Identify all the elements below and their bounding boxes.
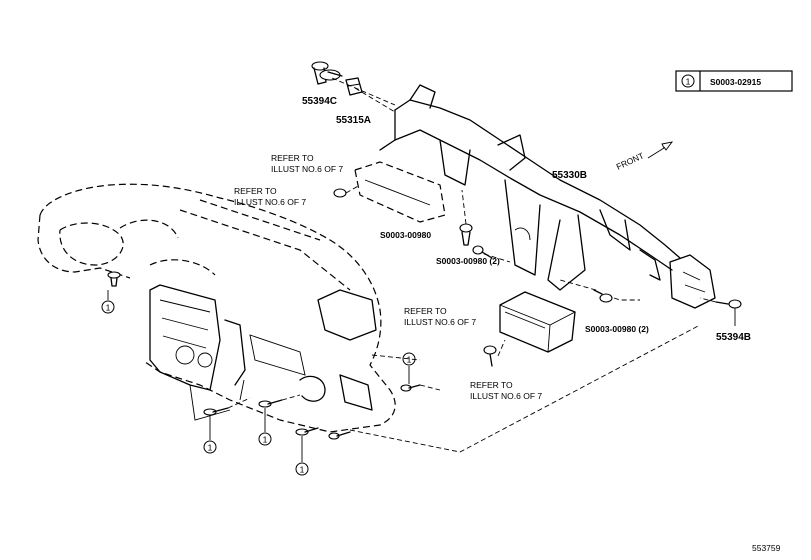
refer3-line1: REFER TO xyxy=(404,306,447,316)
control-module xyxy=(499,291,576,353)
svg-text:1: 1 xyxy=(407,355,412,365)
screw-bottom-3 xyxy=(295,427,319,436)
leader-lines xyxy=(227,77,717,453)
reinforcement-beam xyxy=(379,84,716,309)
refer1-line1: REFER TO xyxy=(271,153,314,163)
part-55315a-clip xyxy=(345,77,363,96)
refer1-line2: ILLUST NO.6 OF 7 xyxy=(271,164,343,174)
legend-box: 1 S0003-02915 xyxy=(675,70,793,92)
bolt-s00980-c xyxy=(593,289,613,303)
callout-marker-b2: 1 xyxy=(258,408,272,446)
label-s00980-a: S0003-00980 xyxy=(380,230,431,240)
screw-bottom-2 xyxy=(258,399,283,408)
callout-marker-right: 1 xyxy=(402,352,416,384)
refer2-line2: ILLUST NO.6 OF 7 xyxy=(234,197,306,207)
label-55315a: 55315A xyxy=(336,115,371,126)
front-arrow: FRONT xyxy=(615,141,674,172)
front-label: FRONT xyxy=(615,150,646,171)
screw-bottom-4 xyxy=(328,431,351,440)
screw-bottom-1 xyxy=(203,407,229,416)
label-s00980-c: S0003-00980 (2) xyxy=(585,324,649,334)
illustration-number: 553759 xyxy=(752,543,781,553)
refer4-line1: REFER TO xyxy=(470,380,513,390)
bolt-bracket-left xyxy=(333,188,347,198)
bolt-s00980-a xyxy=(459,223,473,246)
svg-text:1: 1 xyxy=(263,435,268,445)
refer3-line2: ILLUST NO.6 OF 7 xyxy=(404,317,476,327)
callout-marker-b1: 1 xyxy=(203,416,217,454)
callout-marker-left: 1 xyxy=(101,290,115,314)
panel-bracket xyxy=(354,161,446,223)
svg-text:1: 1 xyxy=(106,303,111,313)
callout-marker-b3: 1 xyxy=(295,436,309,476)
legend-code: S0003-02915 xyxy=(710,77,761,87)
part-55394b-bolt xyxy=(715,299,742,309)
label-55394b: 55394B xyxy=(716,332,751,343)
screw-left xyxy=(107,271,121,287)
bolt-module xyxy=(483,345,497,367)
part-55394c-bolt xyxy=(311,61,343,85)
label-s00980-b: S0003-00980 (2) xyxy=(436,256,500,266)
label-55394c: 55394C xyxy=(302,96,337,107)
refer2-line1: REFER TO xyxy=(234,186,277,196)
instrument-panel-outline xyxy=(37,183,396,433)
legend-marker: 1 xyxy=(686,77,691,87)
svg-text:1: 1 xyxy=(300,465,305,475)
svg-text:1: 1 xyxy=(208,443,213,453)
refer4-line2: ILLUST NO.6 OF 7 xyxy=(470,391,542,401)
center-cluster xyxy=(149,284,377,421)
screw-right xyxy=(400,384,421,392)
label-55330b: 55330B xyxy=(552,170,587,181)
